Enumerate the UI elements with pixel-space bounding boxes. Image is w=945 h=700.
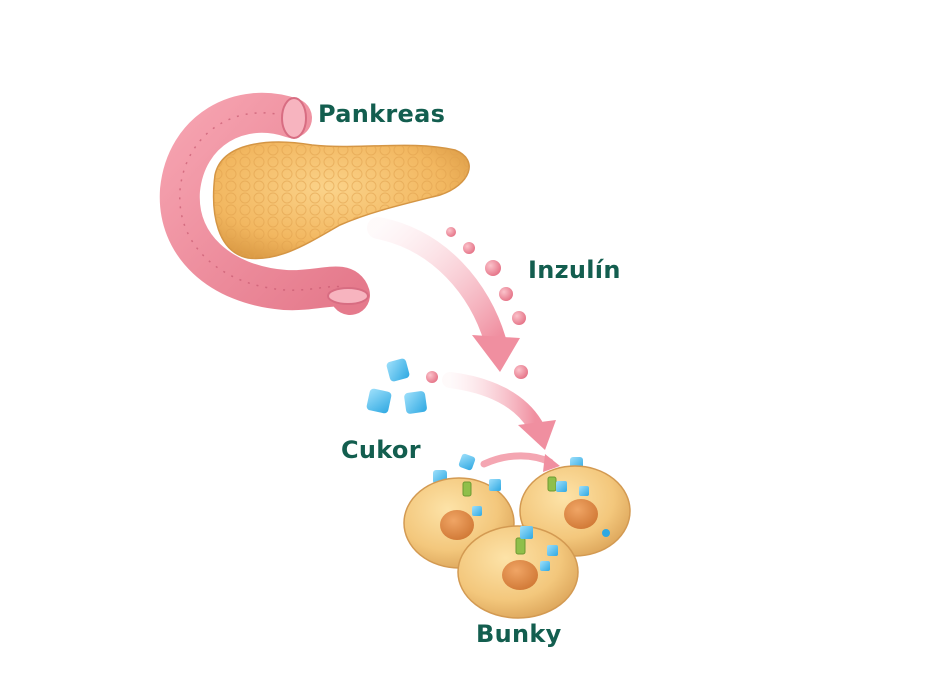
insulin-particle	[485, 260, 501, 276]
insulin-particle	[426, 371, 438, 383]
label-bunky: Bunky	[476, 620, 562, 648]
sugar-cube	[489, 479, 501, 491]
sugar-cube	[547, 545, 558, 556]
sugar-cubes	[366, 358, 583, 484]
label-pankreas: Pankreas	[318, 100, 446, 128]
sugar-cube	[458, 453, 476, 471]
receptor-icon	[462, 481, 472, 497]
cells-cluster	[403, 465, 631, 619]
cell-illustration	[457, 525, 579, 619]
pancreas-illustration	[159, 92, 470, 315]
sugar-cube	[540, 561, 550, 571]
label-inzulin: Inzulín	[528, 256, 621, 284]
sugar-cube	[472, 506, 482, 516]
insulin-particle	[446, 227, 456, 237]
label-cukor: Cukor	[341, 436, 421, 464]
receptor-icon	[547, 476, 557, 492]
sugar-cube	[520, 526, 533, 539]
sugar-cube	[404, 391, 427, 414]
arrow-icon	[480, 452, 560, 472]
sugar-cube	[386, 358, 410, 382]
receptor-icon	[515, 537, 526, 555]
sugar-cube	[556, 481, 567, 492]
arrow-icon	[367, 217, 520, 372]
insulin-particles	[426, 227, 528, 383]
arrow-icon	[442, 372, 556, 450]
insulin-particle	[514, 365, 528, 379]
sugar-cube	[579, 486, 589, 496]
insulin-particle	[499, 287, 513, 301]
sugar-cube	[366, 388, 392, 414]
insulin-particle	[512, 311, 526, 325]
insulin-particle	[463, 242, 475, 254]
